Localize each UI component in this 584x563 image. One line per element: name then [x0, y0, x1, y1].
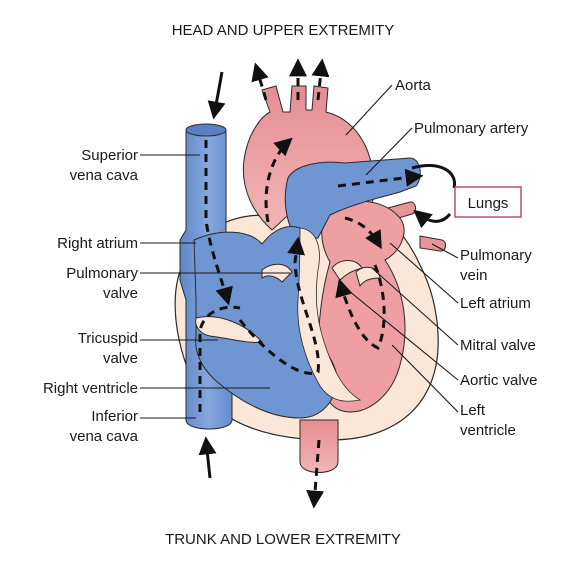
- arrow-out-to-lungs: [411, 163, 457, 189]
- arrow-into-ivc: [198, 436, 217, 479]
- label-superior-vena-cava-line2: vena cava: [70, 167, 139, 184]
- flow-svc-to-right-atrium: [204, 140, 233, 306]
- label-pulmonary-vein-line1: Pulmonary: [460, 247, 532, 264]
- label-left-ventricle-line1: Left: [460, 402, 486, 419]
- blood-flow-paths: [198, 58, 424, 509]
- label-left-ventricle-line2: ventricle: [460, 422, 516, 439]
- label-left-atrium: Left atrium: [460, 295, 531, 312]
- flow-aorta-branch-left: [251, 62, 269, 101]
- label-pulmonary-valve-line2: valve: [103, 285, 138, 302]
- mitral-valve-shape: [331, 260, 381, 288]
- label-inferior-vena-cava-line2: vena cava: [70, 428, 139, 445]
- label-right-atrium: Right atrium: [57, 235, 138, 252]
- flow-descending-aorta: [306, 439, 325, 509]
- flow-right-ventricle-to-pulmonary: [238, 236, 320, 375]
- label-mitral-valve: Mitral valve: [460, 337, 536, 354]
- label-inferior-vena-cava-line1: Inferior: [91, 408, 138, 425]
- label-pulmonary-artery: Pulmonary artery: [414, 120, 529, 137]
- label-pulmonary-valve-line1: Pulmonary: [66, 265, 138, 282]
- flow-ivc-up: [198, 305, 241, 412]
- label-aorta: Aorta: [395, 77, 432, 94]
- label-tricuspid-valve-line2: valve: [103, 350, 138, 367]
- arrow-into-svc: [207, 71, 226, 120]
- left-heart-chambers: [317, 200, 406, 413]
- septum: [297, 227, 362, 402]
- lungs-box: Lungs: [454, 186, 522, 218]
- label-aortic-valve: Aortic valve: [460, 372, 538, 389]
- flow-left-ventricle-loop: [335, 264, 386, 350]
- label-lungs: Lungs: [468, 195, 509, 212]
- title-bottom: TRUNK AND LOWER EXTREMITY: [165, 531, 401, 548]
- tricuspid-valve-shape: [195, 316, 263, 343]
- flow-aorta-branch-right: [311, 58, 330, 101]
- leader-lines: [140, 84, 459, 419]
- title-top: HEAD AND UPPER EXTREMITY: [172, 22, 395, 39]
- flow-left-atrium-down: [344, 216, 382, 250]
- arrow-back-from-lungs: [413, 209, 452, 229]
- solid-flow-arrows: [198, 71, 457, 479]
- label-right-ventricle: Right ventricle: [43, 380, 138, 397]
- label-pulmonary-vein-line2: vein: [460, 267, 488, 284]
- label-tricuspid-valve-line1: Tricuspid: [78, 330, 138, 347]
- label-superior-vena-cava-line1: Superior: [81, 147, 138, 164]
- flow-up-aorta: [264, 137, 293, 223]
